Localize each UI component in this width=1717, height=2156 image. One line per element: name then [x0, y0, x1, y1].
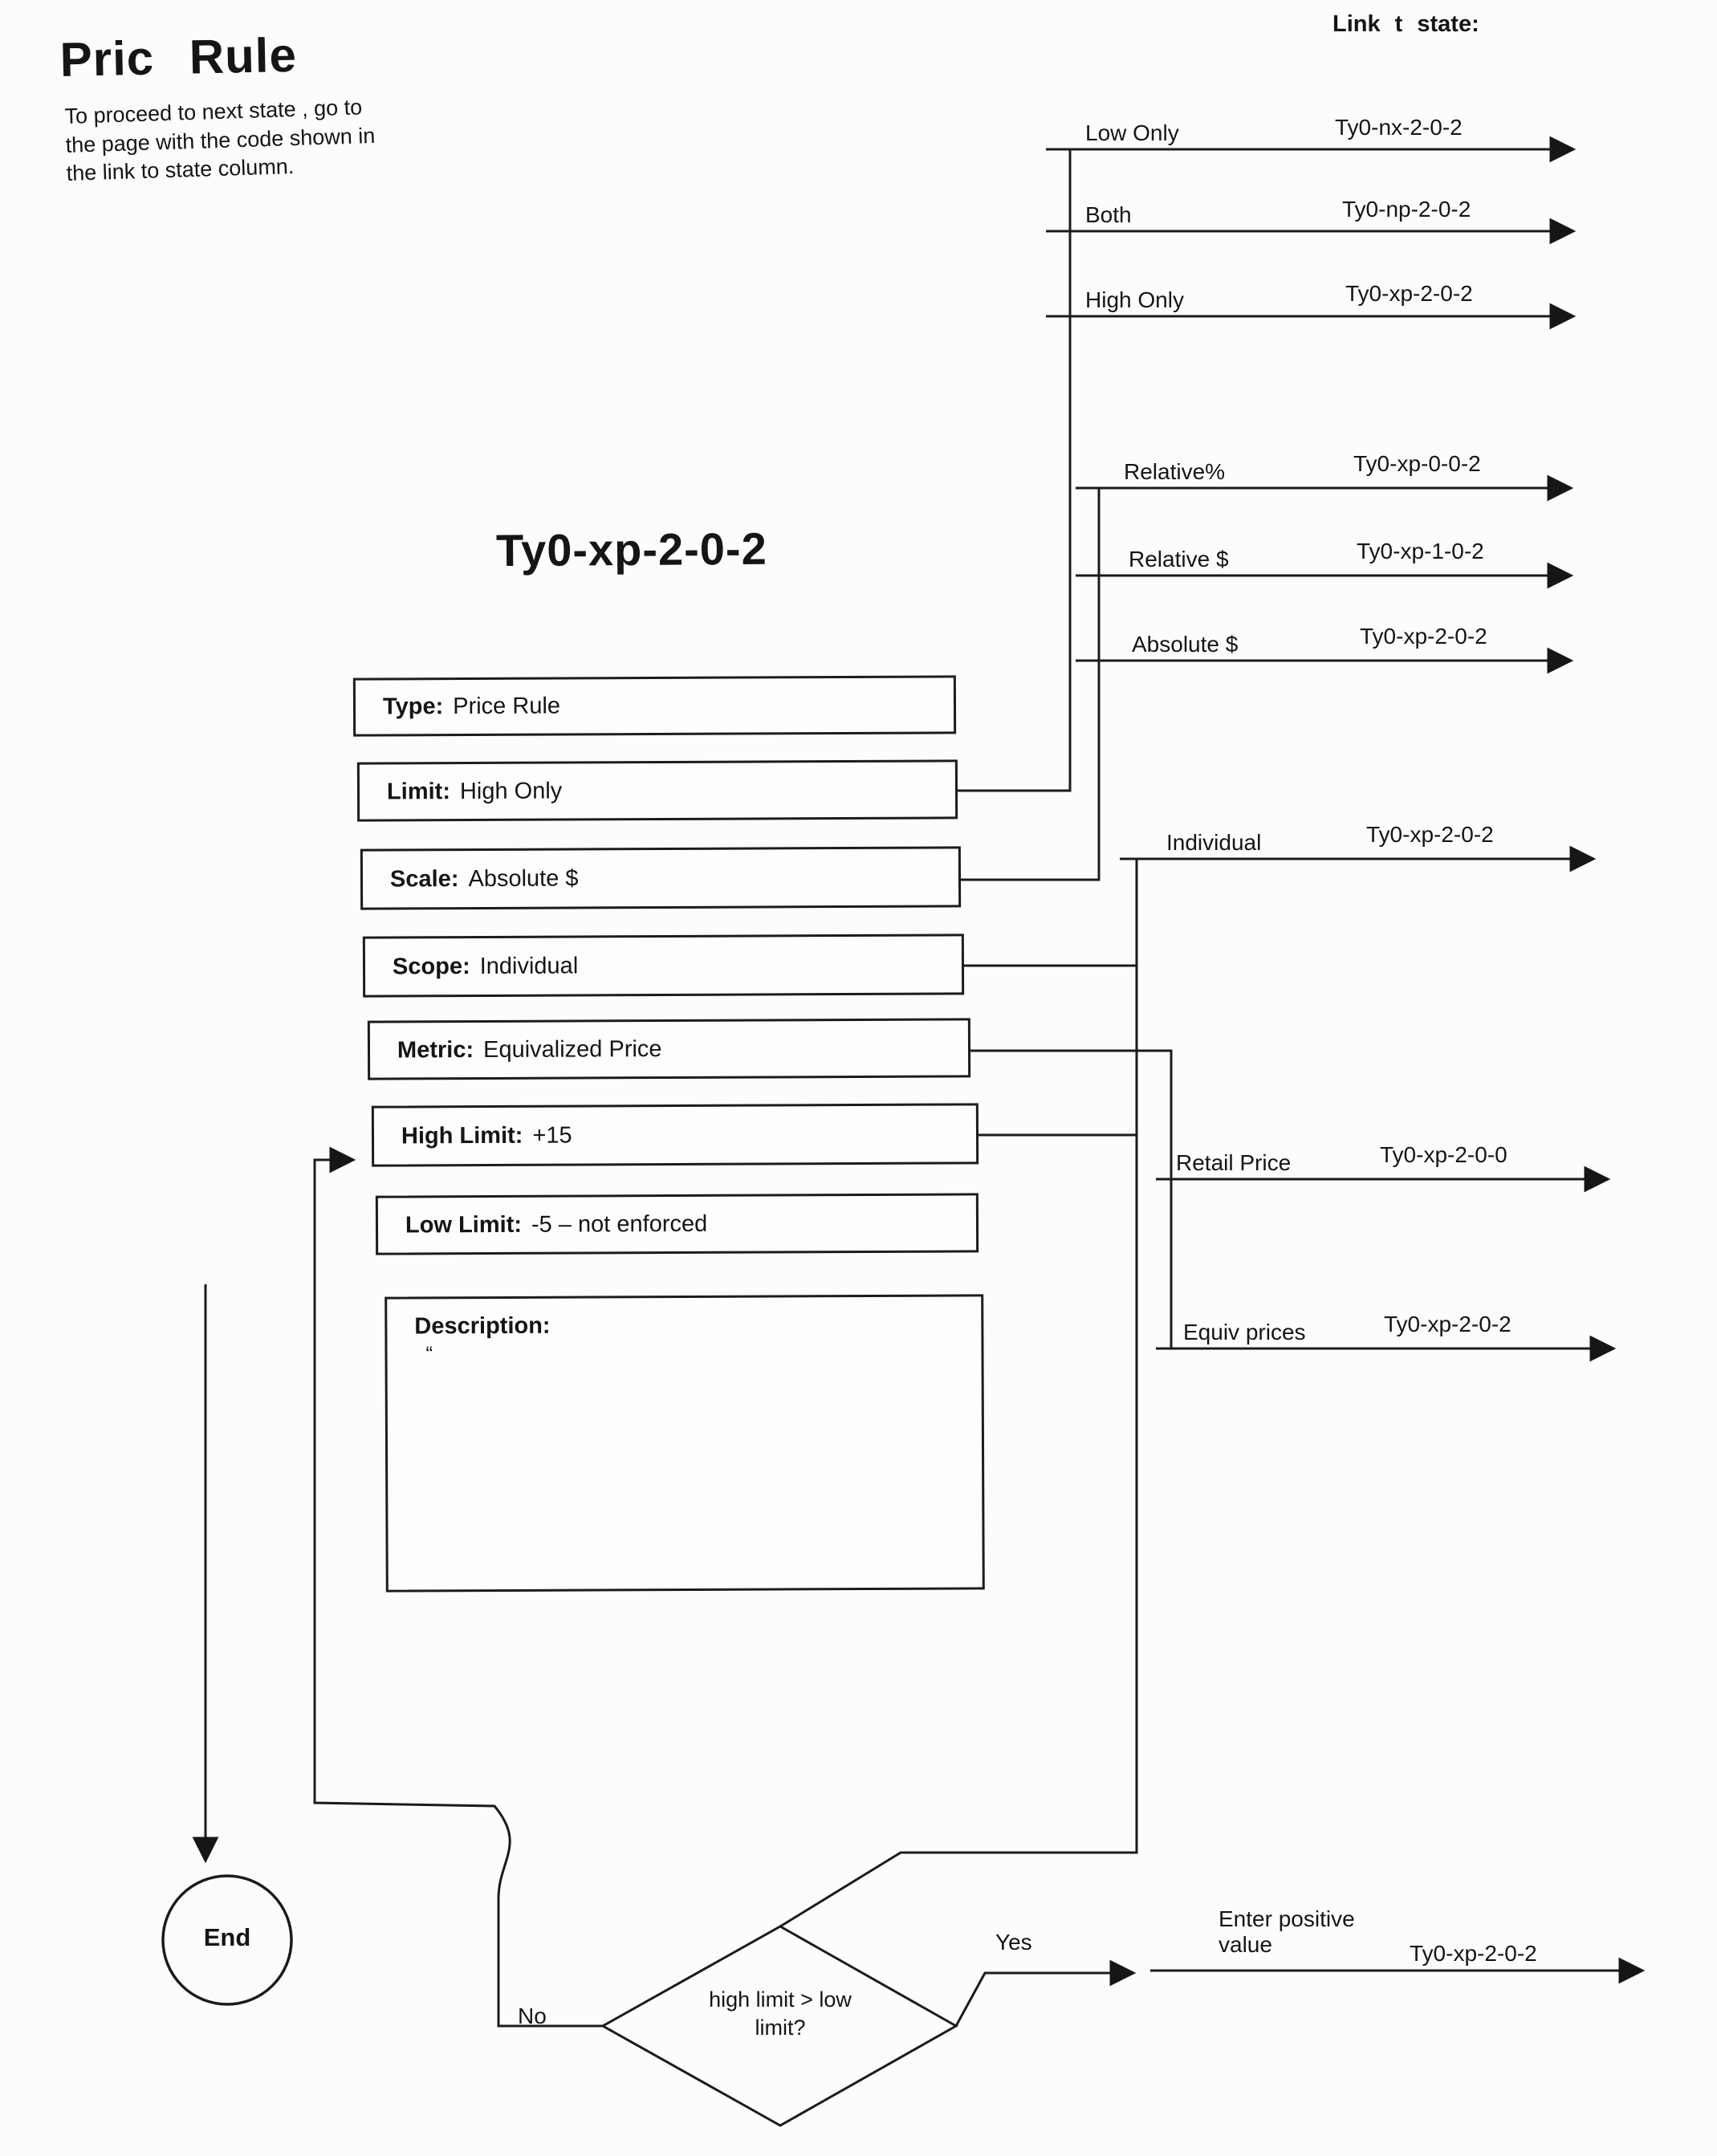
field-type-value: Price Rule	[453, 693, 561, 720]
field-high-limit-value: +15	[532, 1122, 572, 1149]
page-title: Pric Rule	[59, 27, 298, 87]
field-metric: Metric: Equivalized Price	[367, 1018, 971, 1080]
link-label-individual: Individual	[1166, 830, 1262, 855]
link-to-state-header: Link t state:	[1333, 11, 1479, 37]
field-high-limit: High Limit: +15	[371, 1103, 979, 1167]
link-code-high-only: Ty0-xp-2-0-2	[1345, 281, 1473, 306]
link-label-enter-positive-value: Enter positive value	[1219, 1906, 1355, 1958]
link-code-relative-dollar: Ty0-xp-1-0-2	[1357, 539, 1484, 563]
link-code-enter-positive-value: Ty0-xp-2-0-2	[1410, 1941, 1537, 1966]
link-code-retail-price: Ty0-xp-2-0-0	[1380, 1142, 1507, 1167]
link-code-low-only: Ty0-nx-2-0-2	[1335, 115, 1463, 140]
link-code-both: Ty0-np-2-0-2	[1342, 197, 1471, 222]
yes-label: Yes	[995, 1930, 1032, 1955]
state-code-title: Ty0-xp-2-0-2	[495, 523, 767, 576]
no-label: No	[518, 2003, 547, 2028]
link-label-both: Both	[1085, 202, 1132, 227]
link-label-equiv-prices: Equiv prices	[1183, 1320, 1306, 1344]
decision-question: high limit > low limit?	[709, 1987, 852, 2040]
field-scale-value: Absolute $	[468, 864, 579, 892]
field-low-limit: Low Limit: -5 – not enforced	[375, 1193, 979, 1255]
link-label-retail-price: Retail Price	[1176, 1150, 1292, 1175]
link-label-relative-dollar: Relative $	[1129, 547, 1229, 572]
no-loop-path	[313, 1146, 603, 2028]
field-limit: Limit: High Only	[356, 759, 958, 822]
field-low-limit-value: -5 – not enforced	[531, 1210, 708, 1238]
scale-branch-line	[961, 488, 1101, 881]
link-code-absolute-dollar: Ty0-xp-2-0-2	[1360, 624, 1487, 649]
decision-diamond	[600, 1925, 959, 2127]
end-terminal	[161, 1874, 293, 2006]
field-low-limit-label: Low Limit:	[405, 1211, 523, 1238]
field-metric-label: Metric:	[397, 1036, 474, 1063]
field-scale-label: Scale:	[389, 865, 459, 892]
link-code-individual: Ty0-xp-2-0-2	[1366, 822, 1494, 847]
field-type: Type: Price Rule	[352, 675, 957, 737]
yes-path	[954, 1959, 1137, 2027]
field-description: Description: “	[384, 1294, 985, 1593]
link-label-absolute-dollar: Absolute $	[1132, 632, 1239, 657]
end-label: End	[203, 1923, 251, 1951]
field-scope: Scope: Individual	[362, 934, 965, 998]
field-scope-label: Scope:	[392, 953, 470, 979]
link-label-relative-percent: Relative%	[1124, 459, 1226, 484]
field-high-limit-label: High Limit:	[401, 1122, 523, 1149]
link-code-equiv-prices: Ty0-xp-2-0-2	[1384, 1312, 1512, 1336]
main-vertical-line	[779, 859, 1138, 1928]
link-code-relative-percent: Ty0-xp-0-0-2	[1353, 451, 1481, 476]
field-type-label: Type:	[382, 694, 444, 720]
field-scale: Scale: Absolute $	[360, 846, 962, 910]
field-description-label: Description:	[414, 1312, 551, 1340]
intro-text: To proceed to next state , go to the pag…	[64, 95, 376, 186]
field-limit-label: Limit:	[386, 778, 451, 804]
field-scope-value: Individual	[479, 952, 579, 979]
field-description-value: “	[425, 1341, 433, 1366]
metric-branch-line	[970, 1049, 1173, 1349]
link-label-low-only: Low Only	[1085, 120, 1179, 145]
field-metric-value: Equivalized Price	[483, 1035, 662, 1063]
limit-branch-line	[956, 149, 1072, 792]
field-limit-value: High Only	[459, 778, 563, 804]
link-label-high-only: High Only	[1085, 287, 1184, 312]
